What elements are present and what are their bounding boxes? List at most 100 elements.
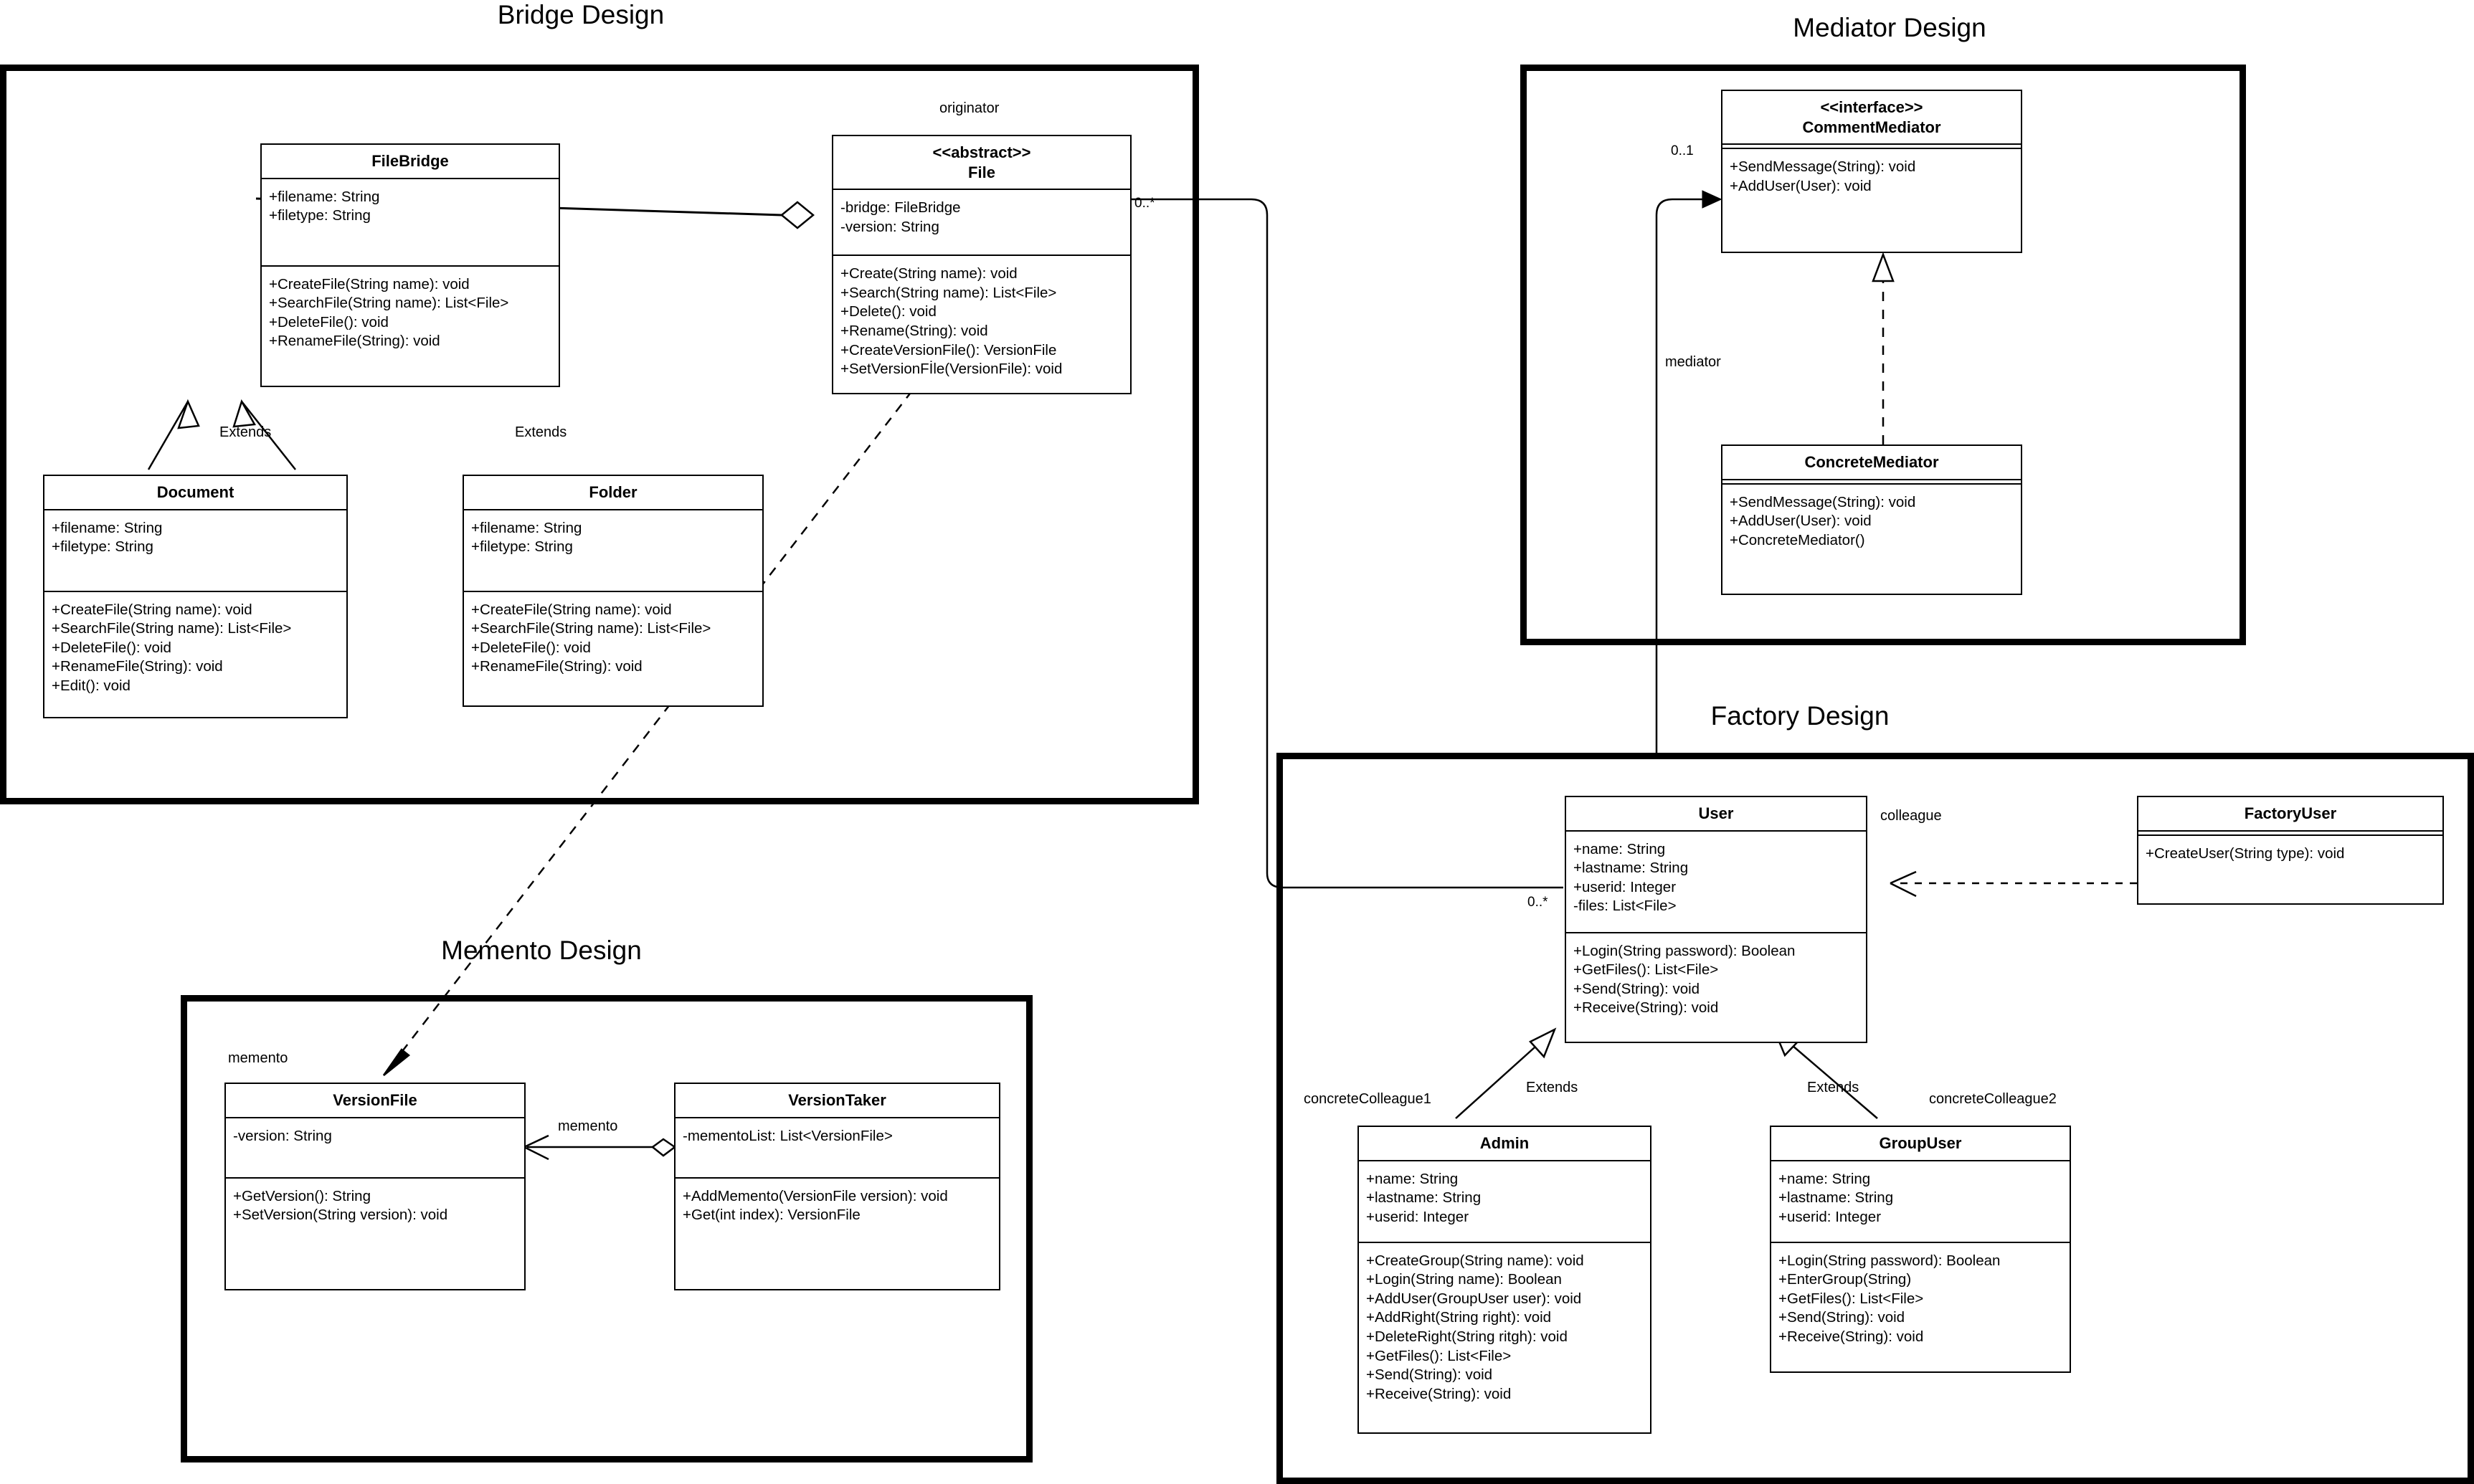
- compartment-divider: [1359, 1159, 1650, 1161]
- compartment-divider: [262, 265, 559, 267]
- compartment-divider: [262, 177, 559, 179]
- operation-row: +AddRight(String right): void: [1366, 1309, 1552, 1326]
- class-box-factoryuser[interactable]: FactoryUser +CreateUser(String type): vo…: [2137, 796, 2444, 905]
- attribute-row: +filetype: String: [269, 207, 371, 224]
- compartment-divider: [1566, 829, 1866, 832]
- multiplicity-mediator-0-1: 0..1: [1671, 143, 1694, 158]
- operation-row: +SetVersionFİle(VersionFile): void: [840, 361, 1063, 378]
- operations-folder: +CreateFile(String name): void +SearchFi…: [464, 592, 762, 685]
- operation-row: +CreateFile(String name): void: [471, 601, 672, 618]
- operations-admin: +CreateGroup(String name): void +Login(S…: [1359, 1243, 1650, 1412]
- stereotype-label: <<interface>>: [1820, 98, 1923, 116]
- compartment-divider: [833, 189, 1130, 190]
- operation-row: +Receive(String): void: [1573, 999, 1719, 1017]
- operation-row: +RenameFile(String): void: [52, 658, 223, 675]
- compartment-divider: [2138, 829, 2442, 832]
- operation-row: +DeleteFile(): void: [471, 639, 591, 656]
- compartment-divider: [833, 255, 1130, 256]
- operation-row: +AddUser(GroupUser user): void: [1366, 1290, 1582, 1307]
- class-box-concretemediator[interactable]: ConcreteMediator +SendMessage(String): v…: [1721, 444, 2022, 595]
- operation-row: +Get(int index): VersionFile: [683, 1207, 861, 1224]
- class-box-filebridge[interactable]: FileBridge +filename: String +filetype: …: [260, 143, 560, 387]
- compartment-divider: [1771, 1159, 2070, 1161]
- class-box-user[interactable]: User +name: String +lastname: String +us…: [1565, 796, 1867, 1043]
- operation-row: +Send(String): void: [1778, 1309, 1905, 1326]
- role-label-extends-folder: Extends: [515, 424, 567, 440]
- operation-row: +SearchFile(String name): List<File>: [471, 620, 711, 637]
- class-name-admin: Admin: [1479, 1134, 1530, 1152]
- operation-row: +GetFiles(): List<File>: [1366, 1347, 1512, 1364]
- section-title-bridge: Bridge Design: [497, 0, 665, 29]
- compartment-divider: [226, 1116, 524, 1118]
- compartment-divider: [1771, 1241, 2070, 1243]
- attribute-row: -mementoList: List<VersionFile>: [683, 1127, 893, 1144]
- operation-row: +GetFiles(): List<File>: [1573, 961, 1719, 979]
- compartment-divider: [676, 1176, 999, 1179]
- operations-groupuser: +Login(String password): Boolean +EnterG…: [1771, 1243, 2070, 1354]
- class-box-file[interactable]: <<abstract>> File -bridge: FileBridge -v…: [832, 135, 1132, 394]
- class-box-folder[interactable]: Folder +filename: String +filetype: Stri…: [463, 475, 764, 707]
- attributes-user: +name: String +lastname: String +userid:…: [1566, 832, 1866, 932]
- compartment-divider-empty-attrs: [2138, 834, 2442, 836]
- attribute-row: -files: List<File>: [1573, 898, 1677, 915]
- attribute-row: +userid: Integer: [1573, 878, 1677, 895]
- class-name-factoryuser: FactoryUser: [2244, 804, 2337, 822]
- attribute-row: -version: String: [233, 1127, 332, 1144]
- class-box-groupuser[interactable]: GroupUser +name: String +lastname: Strin…: [1770, 1126, 2071, 1373]
- role-label-colleague: colleague: [1880, 808, 1942, 824]
- operation-row: +Send(String): void: [1366, 1366, 1493, 1384]
- operations-commentmediator: +SendMessage(String): void +AddUser(User…: [1722, 149, 2021, 203]
- attribute-row: +name: String: [1778, 1170, 1871, 1187]
- class-title: CommentMediator: [1802, 118, 1941, 136]
- operation-row: +Login(String password): Boolean: [1573, 942, 1796, 959]
- attribute-row: +name: String: [1366, 1170, 1459, 1187]
- operations-filebridge: +CreateFile(String name): void +SearchFi…: [262, 267, 559, 359]
- attribute-row: +userid: Integer: [1778, 1208, 1882, 1225]
- compartment-divider-empty-attrs: [1722, 482, 2021, 485]
- multiplicity-user-left: 0..*: [1527, 895, 1548, 910]
- class-name-groupuser: GroupUser: [1879, 1134, 1962, 1152]
- attributes-folder: +filename: String +filetype: String: [464, 510, 762, 591]
- class-name-filebridge: FileBridge: [371, 152, 449, 170]
- class-name-user: User: [1698, 804, 1734, 822]
- attributes-file: -bridge: FileBridge -version: String: [833, 190, 1130, 255]
- operations-document: +CreateFile(String name): void +SearchFi…: [44, 592, 346, 703]
- class-box-versiontaker[interactable]: VersionTaker -mementoList: List<VersionF…: [674, 1083, 1000, 1290]
- class-name-folder: Folder: [589, 483, 638, 501]
- compartment-divider: [1359, 1241, 1650, 1243]
- operation-row: +SearchFile(String name): List<File>: [52, 620, 292, 637]
- role-label-extends-document: Extends: [219, 424, 272, 440]
- compartment-divider: [676, 1116, 999, 1118]
- section-title-factory: Factory Design: [1710, 701, 1890, 731]
- compartment-divider: [1566, 931, 1866, 933]
- operation-row: +Send(String): void: [1573, 980, 1700, 997]
- class-box-admin[interactable]: Admin +name: String +lastname: String +u…: [1357, 1126, 1651, 1434]
- compartment-divider: [1722, 143, 2021, 145]
- class-box-document[interactable]: Document +filename: String +filetype: St…: [43, 475, 348, 718]
- attribute-row: +lastname: String: [1573, 860, 1689, 877]
- operation-row: +Delete(): void: [840, 303, 937, 320]
- operation-row: +ConcreteMediator(): [1730, 531, 1865, 548]
- attributes-versiontaker: -mementoList: List<VersionFile>: [676, 1118, 999, 1177]
- section-title-memento: Memento Design: [441, 936, 642, 965]
- role-label-memento-dependency: memento: [228, 1050, 288, 1066]
- operation-row: +Receive(String): void: [1366, 1385, 1512, 1402]
- class-box-commentmediator[interactable]: <<interface>> CommentMediator +SendMessa…: [1721, 90, 2022, 253]
- operation-row: +DeleteFile(): void: [52, 639, 171, 656]
- role-label-originator: originator: [939, 100, 1000, 116]
- section-title-mediator: Mediator Design: [1793, 13, 1986, 42]
- operation-row: +SetVersion(String version): void: [233, 1207, 448, 1224]
- operations-concretemediator: +SendMessage(String): void +AddUser(User…: [1722, 485, 2021, 558]
- operation-row: +SendMessage(String): void: [1730, 158, 1916, 175]
- operation-row: +SendMessage(String): void: [1730, 493, 1916, 510]
- compartment-divider-empty-attrs: [1722, 148, 2021, 149]
- operation-row: +AddUser(User): void: [1730, 177, 1872, 194]
- class-box-versionfile[interactable]: VersionFile -version: String +GetVersion…: [224, 1083, 526, 1290]
- attribute-row: +userid: Integer: [1366, 1208, 1469, 1225]
- operation-row: +GetVersion(): String: [233, 1187, 371, 1204]
- operation-row: +CreateFile(String name): void: [269, 275, 470, 292]
- role-label-memento-association: memento: [558, 1118, 618, 1134]
- attribute-row: -bridge: FileBridge: [840, 199, 961, 216]
- operation-row: +SearchFile(String name): List<File>: [269, 295, 509, 312]
